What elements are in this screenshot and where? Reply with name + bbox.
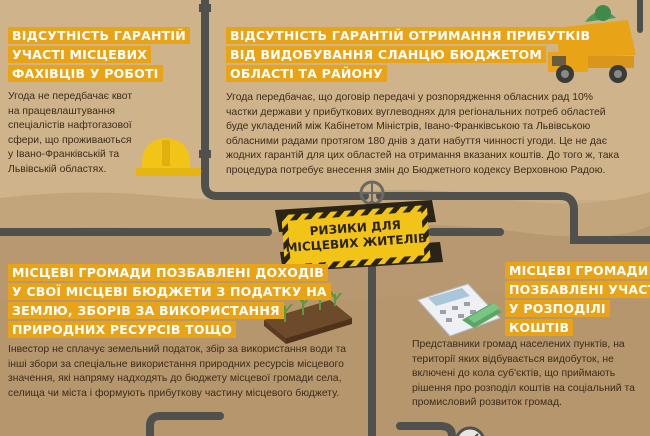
title-line: МІСЦЕВІ ГРОМАДИ ПОЗБАВЛЕНІ ДОХОДІВ [8, 264, 328, 281]
title-line: ВІДСУТНІСТЬ ГАРАНТІЙ [8, 27, 190, 44]
pipe-top-vertical [201, 0, 369, 200]
calculator-icon [417, 283, 502, 337]
valve-wheel-icon [359, 180, 385, 206]
banner-background [281, 204, 431, 272]
gauge-icon [455, 426, 485, 436]
title-line: ОБЛАСТІ ТА РАЙОНУ [226, 65, 387, 82]
title-line: ВІД ВИДОБУВАННЯ СЛАНЦЮ БЮДЖЕТОМ [226, 46, 546, 63]
section-body: Угода не передбачає квот на працевлаштув… [8, 91, 133, 175]
section-income: МІСЦЕВІ ГРОМАДИ ПОЗБАВЛЕНІ ДОХОДІВ У СВО… [8, 264, 368, 401]
risk-banner: РИЗИКИ ДЛЯ МІСЦЕВИХ ЖИТЕЛІВ [281, 204, 431, 272]
section-title: ВІДСУТНІСТЬ ГАРАНТІЙ УЧАСТІ МІСЦЕВИХ ФАХ… [8, 27, 193, 84]
section-specialists: ВІДСУТНІСТЬ ГАРАНТІЙ УЧАСТІ МІСЦЕВИХ ФАХ… [8, 27, 193, 178]
title-line: УЧАСТІ МІСЦЕВИХ [8, 46, 152, 63]
section-distribution-body: Представники громад населених пунктів, н… [412, 339, 635, 409]
title-line: ПОЗБАВЛЕНІ УЧАСТІ [505, 281, 650, 298]
title-line: У РОЗПОДІЛІ [505, 300, 610, 317]
title-line: У СВОЇ МІСЦЕВІ БЮДЖЕТИ З ПОДАТКУ НА [8, 283, 331, 300]
title-line: ЗЕМЛЮ, ЗБОРІВ ЗА ВИКОРИСТАННЯ [8, 302, 284, 319]
title-line: КОШТІВ [505, 319, 574, 336]
pipe-bottom-right [396, 422, 456, 436]
pipe-joint-2 [199, 150, 211, 158]
section-body: Угода передбачає, що договір передачі у … [226, 92, 620, 176]
hard-hat-icon [136, 138, 202, 176]
section-title: МІСЦЕВІ ГРОМАДИ ПОЗБАВЛЕНІ ДОХОДІВ У СВО… [8, 264, 368, 340]
title-line: ВІДСУТНІСТЬ ГАРАНТІЙ ОТРИМАННЯ ПРИБУТКІВ [226, 27, 595, 44]
section-title: ВІДСУТНІСТЬ ГАРАНТІЙ ОТРИМАННЯ ПРИБУТКІВ… [226, 27, 631, 84]
title-line: МІСЦЕВІ ГРОМАДИ [505, 262, 650, 279]
title-line: ФАХІВЦІВ У РОБОТІ [8, 65, 163, 82]
section-profit: ВІДСУТНІСТЬ ГАРАНТІЙ ОТРИМАННЯ ПРИБУТКІВ… [226, 27, 631, 179]
section-title: МІСЦЕВІ ГРОМАДИ ПОЗБАВЛЕНІ УЧАСТІ У РОЗП… [505, 262, 650, 338]
section-distribution: МІСЦЕВІ ГРОМАДИ ПОЗБАВЛЕНІ УЧАСТІ У РОЗП… [505, 262, 650, 338]
pipe-bottom-left [146, 412, 224, 436]
pipe-joint-1 [199, 4, 211, 12]
section-body: Інвестор не сплачує земельний податок, з… [8, 344, 347, 399]
title-line: ПРИРОДНИХ РЕСУРСІВ ТОЩО [8, 321, 237, 338]
pipe-right-branch [376, 192, 650, 244]
